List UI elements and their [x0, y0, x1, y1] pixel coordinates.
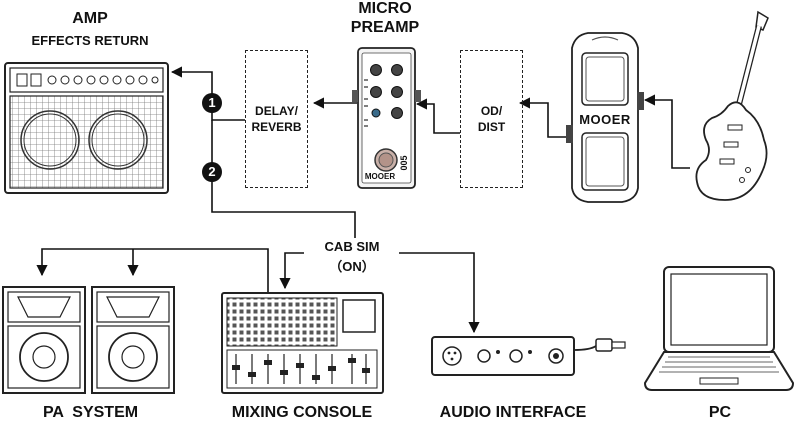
- preamp-model: 005: [399, 155, 409, 171]
- preamp-title-line1: MICRO: [358, 0, 412, 17]
- mixing-console-label: MIXING CONSOLE: [231, 404, 373, 421]
- laptop-icon: [643, 266, 795, 391]
- preamp-title-line2: PREAMP: [350, 19, 420, 36]
- micro-preamp-icon: [352, 47, 421, 189]
- route-2-label: 2: [208, 164, 216, 179]
- od-line2: DIST: [477, 120, 506, 134]
- route-1-label: 1: [208, 95, 216, 110]
- audio-interface-icon: [431, 336, 626, 376]
- pa-speaker-icon: [2, 286, 86, 394]
- pedal-brand: MOOER: [579, 112, 631, 127]
- mooer-pedal-icon: [566, 32, 644, 203]
- route-1-badge: [202, 93, 222, 113]
- guitar-icon: [695, 10, 769, 201]
- delay-line1: DELAY/: [255, 104, 298, 118]
- cab-sim-line1: CAB SIM: [305, 239, 399, 254]
- delay-reverb-box: DELAY/ REVERB: [245, 50, 308, 188]
- amp-icon: [4, 62, 169, 194]
- mixing-console-icon: [221, 292, 384, 394]
- pa-speaker-icon: [91, 286, 175, 394]
- audio-interface-label: AUDIO INTERFACE: [439, 404, 587, 421]
- od-dist-box: OD/ DIST: [460, 50, 523, 188]
- pc-label: PC: [708, 404, 732, 421]
- pa-system-label: PA SYSTEM: [42, 404, 139, 421]
- delay-line2: REVERB: [251, 120, 302, 134]
- route-2-badge: [202, 162, 222, 182]
- preamp-brand: MOOER: [364, 172, 396, 181]
- amp-title: AMP: [72, 10, 108, 27]
- amp-subtitle: EFFECTS RETURN: [31, 33, 149, 48]
- od-line1: OD/: [480, 104, 503, 118]
- cab-sim-line2: （ON）: [329, 259, 375, 274]
